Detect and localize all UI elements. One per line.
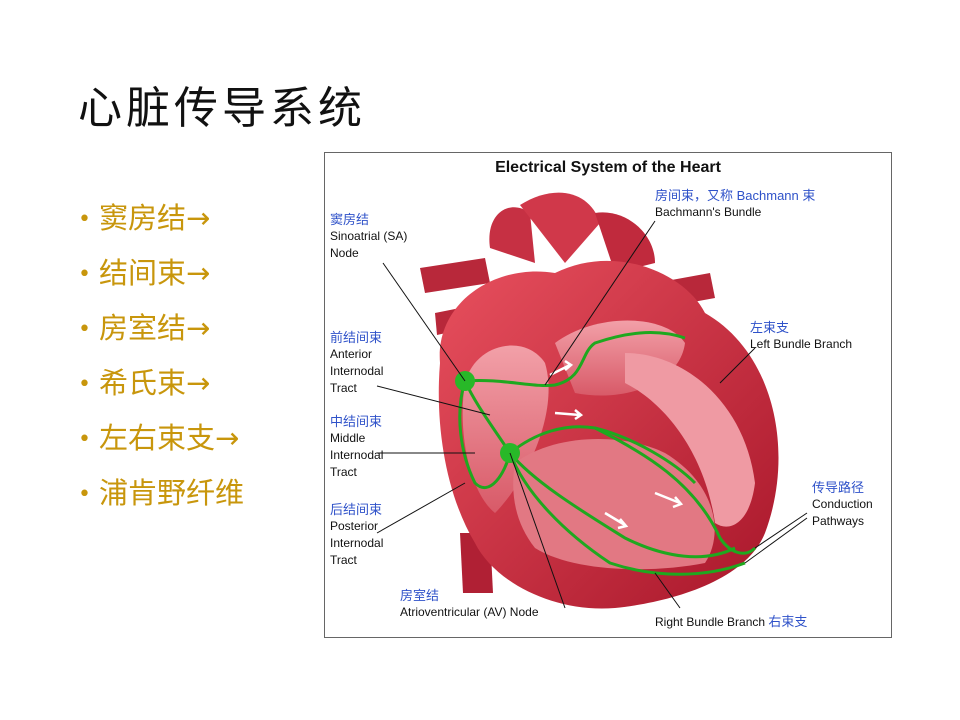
right-bundle-branch-label: Right Bundle Branch 右束支	[655, 613, 807, 631]
bullet-item: • 窦房结→	[78, 196, 244, 251]
label-cn: 房室结	[400, 588, 440, 603]
label-cn: 右束支	[768, 614, 808, 629]
bullet-item: • 希氏束→	[78, 361, 244, 416]
left-ventricle-shape	[625, 353, 755, 527]
bullet-item: • 浦肯野纤维	[78, 471, 244, 526]
leader-lines	[376, 220, 808, 609]
label-en: Middle	[330, 431, 366, 445]
bullet-dot-icon: •	[78, 207, 91, 232]
label-en: Left Bundle Branch	[750, 337, 853, 351]
label-cn: 前结间束	[330, 330, 383, 345]
label-en: Internodal	[330, 536, 384, 550]
bullet-dot-icon: •	[78, 427, 91, 452]
label-en: Tract	[330, 465, 357, 479]
bullet-dot-icon: •	[78, 372, 91, 397]
bullet-text: 房室结→	[98, 311, 211, 345]
label-en: Pathways	[812, 514, 865, 528]
label-cn: 后结间束	[330, 502, 383, 517]
bullet-text: 结间束→	[98, 256, 211, 290]
middle-tract-label: 中结间束 Middle Internodal Tract	[330, 413, 383, 481]
label-cn: 中结间束	[330, 414, 383, 429]
label-en: Bachmann's Bundle	[655, 205, 762, 219]
flow-arrows	[549, 359, 684, 530]
bullet-item: • 房室结→	[78, 306, 244, 361]
label-en: Node	[330, 246, 359, 260]
bullet-text: 希氏束→	[98, 366, 211, 400]
heart-diagram-figure: Electrical System of the Heart 窦房结 Sinoa…	[324, 152, 892, 638]
aorta-shape	[489, 207, 535, 263]
right-atrium-shape	[462, 345, 549, 513]
label-en: Internodal	[330, 448, 384, 462]
label-en: Anterior	[330, 347, 373, 361]
bullet-text: 窦房结→	[98, 201, 211, 235]
bullet-dot-icon: •	[78, 262, 91, 287]
label-en: Sinoatrial (SA)	[330, 229, 408, 243]
heart-illustration	[376, 192, 808, 609]
label-en: Tract	[330, 381, 357, 395]
posterior-tract-label: 后结间束 Posterior Internodal Tract	[330, 501, 383, 569]
bullet-dot-icon: •	[78, 317, 91, 342]
label-cn: 房间束，又称 Bachmann 束	[655, 188, 816, 203]
label-en: Tract	[330, 553, 357, 567]
bullet-item: • 左右束支→	[78, 416, 244, 471]
av-node-label: 房室结 Atrioventricular (AV) Node	[400, 587, 539, 621]
label-en: Conduction	[812, 497, 873, 511]
conduction-pathways-label: 传导路径 Conduction Pathways	[812, 479, 873, 530]
figure-title: Electrical System of the Heart	[495, 159, 721, 176]
label-en: Posterior	[330, 519, 379, 533]
slide-title: 心脏传导系统	[78, 83, 366, 134]
bullet-item: • 结间束→	[78, 251, 244, 306]
sa-node-label: 窦房结 Sinoatrial (SA) Node	[330, 211, 407, 262]
left-bundle-branch-label: 左束支 Left Bundle Branch	[750, 319, 852, 353]
label-en: Atrioventricular (AV) Node	[400, 605, 539, 619]
label-cn: 左束支	[750, 320, 790, 335]
bullet-list: • 窦房结→ • 结间束→ • 房室结→ • 希氏束→ • 左右束支→ • 浦肯野纤维	[78, 196, 244, 526]
bullet-text: 浦肯野纤维	[98, 476, 244, 510]
bullet-dot-icon: •	[78, 482, 91, 507]
bachmann-bundle-label: 房间束，又称 Bachmann 束 Bachmann's Bundle	[655, 187, 815, 221]
anterior-tract-label: 前结间束 Anterior Internodal Tract	[330, 329, 383, 397]
label-en: Internodal	[330, 364, 384, 378]
label-cn: 传导路径	[812, 480, 865, 495]
label-en: Right Bundle Branch	[655, 615, 766, 629]
label-cn: 窦房结	[330, 212, 370, 227]
bullet-text: 左右束支→	[98, 421, 240, 455]
